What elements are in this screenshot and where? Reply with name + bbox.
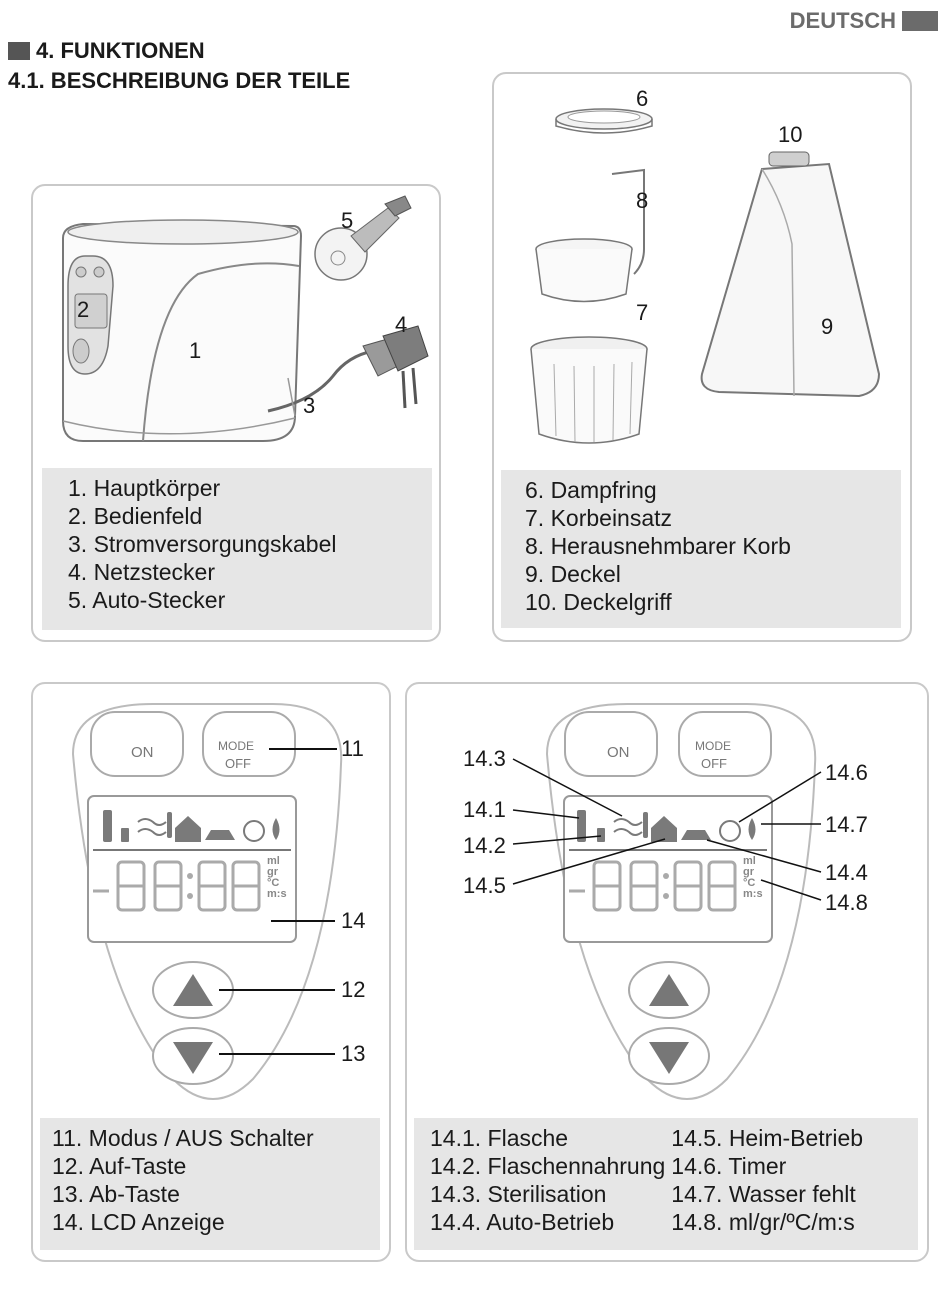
callout-3: 3 <box>303 393 316 418</box>
callout-14-3: 14.3 <box>463 746 506 771</box>
legend-item: 6. Dampfring <box>525 477 657 503</box>
language-label: DEUTSCH <box>790 8 938 34</box>
legend-item: 14.8. ml/gr/ºC/m:s <box>671 1209 855 1235</box>
callout-10: 10 <box>778 122 803 147</box>
unit-ml: ml <box>267 855 280 867</box>
legend-item: 14.6. Timer <box>671 1153 787 1179</box>
legend-item: 14.2. Flaschennahrung <box>430 1153 666 1179</box>
on-button: ON <box>131 744 154 761</box>
lcd-digits <box>569 860 737 912</box>
callout-5: 5 <box>341 208 354 233</box>
callout-13: 13 <box>341 1041 366 1066</box>
legend-item: 14.5. Heim-Betrieb <box>671 1125 864 1151</box>
callout-8: 8 <box>636 188 649 213</box>
subsection-title: 4.1. BESCHREIBUNG DER TEILE <box>8 68 351 93</box>
unit-ms: m:s <box>743 888 763 900</box>
unit-ml: ml <box>743 855 756 867</box>
callout-7: 7 <box>636 300 649 325</box>
callout-12: 12 <box>341 977 366 1002</box>
unit-gr: gr <box>743 866 754 878</box>
panel-control: ON MODE OFF ml gr °C m:s 11 14 12 13 11.… <box>31 682 391 1262</box>
legend-control: 11. Modus / AUS Schalter 12. Auf-Taste 1… <box>40 1118 380 1250</box>
legend-item: 4. Netzstecker <box>68 559 215 585</box>
lcd-detail-illustration <box>512 703 822 1100</box>
legend-item: 3. Stromversorgungskabel <box>68 531 337 557</box>
legend-main: 1. Hauptkörper 2. Bedienfeld 3. Stromver… <box>42 468 432 630</box>
on-button: ON <box>607 744 630 761</box>
legend-column-left: 14.1. Flasche 14.2. Flaschennahrung 14.3… <box>430 1124 665 1250</box>
callout-14-4: 14.4 <box>825 860 868 885</box>
unit-labels: ml gr °C m:s <box>743 856 763 900</box>
lcd-digits <box>93 860 261 912</box>
off-label: OFF <box>225 756 251 771</box>
off-label: OFF <box>701 756 727 771</box>
callout-9: 9 <box>821 314 834 339</box>
legend-item: 10. Deckelgriff <box>525 589 672 615</box>
legend-item: 2. Bedienfeld <box>68 503 203 529</box>
callout-2: 2 <box>77 297 90 322</box>
unit-gr: gr <box>267 866 278 878</box>
legend-item: 14.1. Flasche <box>430 1125 569 1151</box>
callout-14: 14 <box>341 908 366 933</box>
callout-14-7: 14.7 <box>825 812 868 837</box>
mode-label: MODE <box>695 739 731 753</box>
section-marker <box>8 42 30 60</box>
section-title: 4. FUNKTIONEN <box>36 38 205 63</box>
mode-label: MODE <box>218 739 254 753</box>
callout-14-1: 14.1 <box>463 797 506 822</box>
legend-item: 13. Ab-Taste <box>52 1181 180 1207</box>
legend-item: 5. Auto-Stecker <box>68 587 226 613</box>
callout-4: 4 <box>395 312 408 337</box>
language-text: DEUTSCH <box>789 8 896 33</box>
callout-14-5: 14.5 <box>463 873 506 898</box>
callout-14-2: 14.2 <box>463 833 506 858</box>
legend-item: 7. Korbeinsatz <box>525 505 673 531</box>
control-panel-illustration <box>71 703 343 1100</box>
callout-14-6: 14.6 <box>825 760 868 785</box>
callout-14-8: 14.8 <box>825 890 868 915</box>
callout-6: 6 <box>636 86 649 111</box>
legend-parts: 6. Dampfring 7. Korbeinsatz 8. Herausneh… <box>501 470 901 628</box>
panel-parts: 6 7 8 9 10 6. Dampfring 7. Korbeinsatz 8… <box>492 72 912 642</box>
legend-item: 14.7. Wasser fehlt <box>671 1181 856 1207</box>
lcd-icons <box>103 810 280 842</box>
callout-11: 11 <box>341 736 364 761</box>
language-marker <box>902 11 938 31</box>
callout-1: 1 <box>189 338 202 363</box>
panel-lcd: ON MODE OFF ml gr °C m:s 14.3 14.1 14.2 … <box>405 682 929 1262</box>
legend-item: 14. LCD Anzeige <box>52 1209 225 1235</box>
legend-item: 9. Deckel <box>525 561 621 587</box>
legend-item: 14.3. Sterilisation <box>430 1181 607 1207</box>
parts-illustration <box>530 108 881 444</box>
legend-column-right: 14.5. Heim-Betrieb 14.6. Timer 14.7. Was… <box>671 1124 863 1250</box>
legend-item: 12. Auf-Taste <box>52 1153 187 1179</box>
legend-item: 1. Hauptkörper <box>68 475 221 501</box>
legend-item: 14.4. Auto-Betrieb <box>430 1209 615 1235</box>
unit-celsius: °C <box>743 877 756 889</box>
lcd-icons <box>577 810 756 842</box>
section-heading: 4. FUNKTIONEN <box>8 38 205 64</box>
legend-item: 8. Herausnehmbarer Korb <box>525 533 791 559</box>
panel-main-unit: 2 1 3 4 5 1. Hauptkörper 2. Bedienfeld 3… <box>31 184 441 642</box>
unit-labels: ml gr °C m:s <box>267 856 287 900</box>
main-unit-illustration <box>62 195 429 442</box>
legend-item: 11. Modus / AUS Schalter <box>52 1125 314 1151</box>
legend-lcd: 14.1. Flasche 14.2. Flaschennahrung 14.3… <box>414 1118 918 1250</box>
unit-ms: m:s <box>267 888 287 900</box>
unit-celsius: °C <box>267 877 280 889</box>
